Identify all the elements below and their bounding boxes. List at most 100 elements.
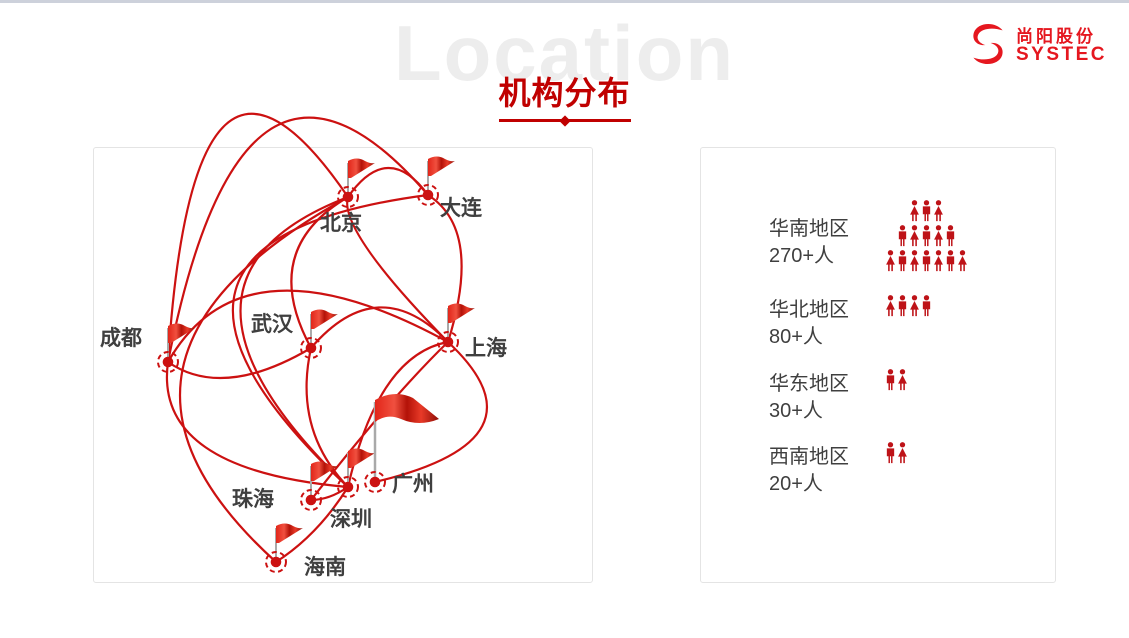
big-flag-icon — [375, 393, 439, 423]
watermark-text: Location — [394, 9, 735, 97]
people-row — [909, 199, 944, 223]
city-dashed-ring — [157, 351, 179, 373]
logo-text-en: SYSTEC — [1015, 44, 1107, 66]
route-arc — [167, 347, 312, 380]
person-male-icon — [922, 295, 931, 317]
person-female-icon — [910, 225, 919, 247]
person-male-icon — [946, 250, 955, 272]
city-dashed-ring — [300, 337, 322, 359]
region-row-east: 华东地区 30+人 — [769, 368, 908, 425]
city-marker-group — [265, 523, 303, 573]
window-top-edge — [0, 0, 1129, 3]
title-underline — [498, 114, 631, 127]
title-block: 机构分布 — [498, 68, 631, 127]
person-male-icon — [922, 200, 931, 222]
region-name: 华南地区 — [769, 218, 849, 240]
person-female-icon — [934, 250, 943, 272]
city-label: 大连 — [440, 196, 483, 220]
s-swirl-icon — [964, 20, 1012, 73]
person-female-icon — [886, 295, 895, 317]
region-count: 30+人 — [769, 400, 823, 422]
people-row — [885, 368, 908, 392]
route-arc — [346, 196, 449, 343]
city-dashed-ring — [265, 551, 287, 573]
route-arc — [167, 289, 449, 363]
route-arc — [374, 341, 488, 484]
city-marker-group — [300, 309, 338, 359]
page-title: 机构分布 — [498, 75, 631, 111]
people-icons — [885, 368, 908, 392]
city-dot — [422, 189, 434, 201]
city-label: 武汉 — [251, 313, 294, 336]
city-dot — [162, 356, 174, 368]
city-dot — [369, 476, 381, 488]
people-row — [885, 249, 968, 273]
region-count: 20+人 — [769, 473, 823, 495]
city-label: 成都 — [100, 326, 142, 350]
person-male-icon — [886, 369, 895, 391]
city-label: 珠海 — [232, 487, 274, 511]
flag-icon — [311, 461, 338, 481]
region-name: 西南地区 — [769, 446, 849, 468]
person-female-icon — [910, 250, 919, 272]
people-row — [897, 224, 956, 248]
city-label: 海南 — [304, 555, 346, 579]
city-marker-group — [437, 303, 475, 353]
flag-icon — [428, 156, 455, 176]
city-dashed-ring — [337, 186, 359, 208]
logo-text: 尚阳股份 SYSTEC — [1015, 26, 1107, 66]
flag-icon — [311, 309, 338, 329]
person-male-icon — [922, 225, 931, 247]
region-stats-panel: 华南地区 270+人 华北地区 80+人 华东地区 30+人 西南地区 20+人 — [700, 147, 1056, 583]
route-arc — [305, 347, 349, 488]
city-dot — [342, 481, 354, 493]
region-row-south: 华南地区 270+人 — [769, 200, 968, 273]
city-marker-group — [364, 393, 439, 493]
city-dashed-ring — [364, 471, 386, 493]
route-arc — [347, 167, 429, 198]
route-arc — [310, 306, 449, 349]
city-label: 北京 — [320, 211, 362, 235]
city-dashed-ring — [437, 331, 459, 353]
person-male-icon — [886, 442, 895, 464]
person-male-icon — [946, 225, 955, 247]
city-marker-group — [337, 448, 375, 498]
person-male-icon — [898, 295, 907, 317]
flag-icon — [276, 523, 303, 543]
city-dot — [305, 342, 317, 354]
people-icons — [885, 441, 908, 465]
person-female-icon — [886, 250, 895, 272]
route-arc — [166, 116, 429, 363]
flag-icon — [168, 323, 195, 343]
city-dot — [442, 336, 454, 348]
city-marker-group — [337, 158, 375, 208]
map-panel — [93, 147, 593, 583]
city-dot — [305, 494, 317, 506]
flag-icon — [448, 303, 475, 323]
flag-icon — [348, 448, 375, 468]
route-arc — [239, 195, 349, 488]
person-female-icon — [934, 225, 943, 247]
region-count: 270+人 — [769, 245, 835, 267]
people-icons — [885, 199, 968, 273]
people-icons — [885, 294, 932, 318]
company-logo: 尚阳股份 SYSTEC — [964, 20, 1107, 73]
person-female-icon — [898, 369, 907, 391]
city-marker-group — [300, 461, 338, 511]
city-label: 上海 — [465, 336, 507, 360]
people-row — [885, 441, 908, 465]
city-dashed-ring — [300, 489, 322, 511]
city-dashed-ring — [337, 476, 359, 498]
route-arc — [290, 196, 349, 349]
person-male-icon — [922, 250, 931, 272]
region-row-north: 华北地区 80+人 — [769, 294, 932, 351]
person-male-icon — [898, 250, 907, 272]
region-name: 华东地区 — [769, 373, 849, 395]
person-female-icon — [898, 442, 907, 464]
person-female-icon — [910, 200, 919, 222]
logo-text-cn: 尚阳股份 — [1015, 26, 1096, 46]
person-male-icon — [898, 225, 907, 247]
